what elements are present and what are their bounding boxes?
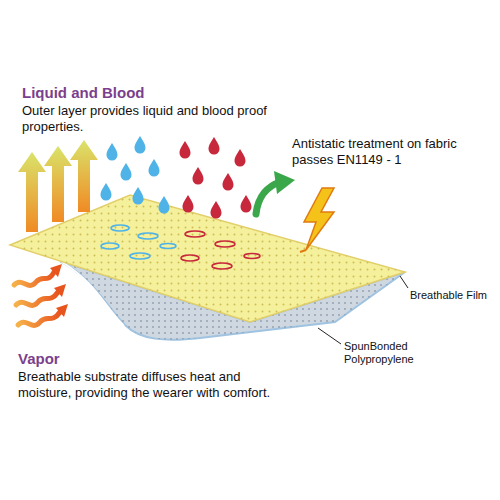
section-heading: Liquid and Blood bbox=[22, 84, 272, 102]
description-text: Antistatic treatment on fabric passes EN… bbox=[292, 136, 492, 167]
part-label: SpunBonded Polypropylene bbox=[344, 340, 454, 366]
liquid-drops bbox=[101, 136, 170, 214]
leader-lines bbox=[318, 276, 408, 344]
antistatic-arrow bbox=[256, 171, 295, 214]
part-label: Breathable Film bbox=[410, 289, 496, 302]
lightning-bolt bbox=[300, 188, 334, 252]
vapor-wave-heads bbox=[50, 264, 68, 317]
drop-ripples bbox=[101, 225, 260, 269]
section-heading: Vapor bbox=[18, 350, 288, 368]
description-text: Outer layer provides liquid and blood pr… bbox=[22, 103, 272, 134]
description-text: Breathable substrate diffuses heat and m… bbox=[18, 369, 288, 400]
blood-drops bbox=[180, 137, 252, 219]
breathable-film-sheet bbox=[10, 195, 405, 322]
vapor-waves bbox=[14, 272, 60, 325]
rising-vapor-arrows bbox=[18, 140, 98, 232]
